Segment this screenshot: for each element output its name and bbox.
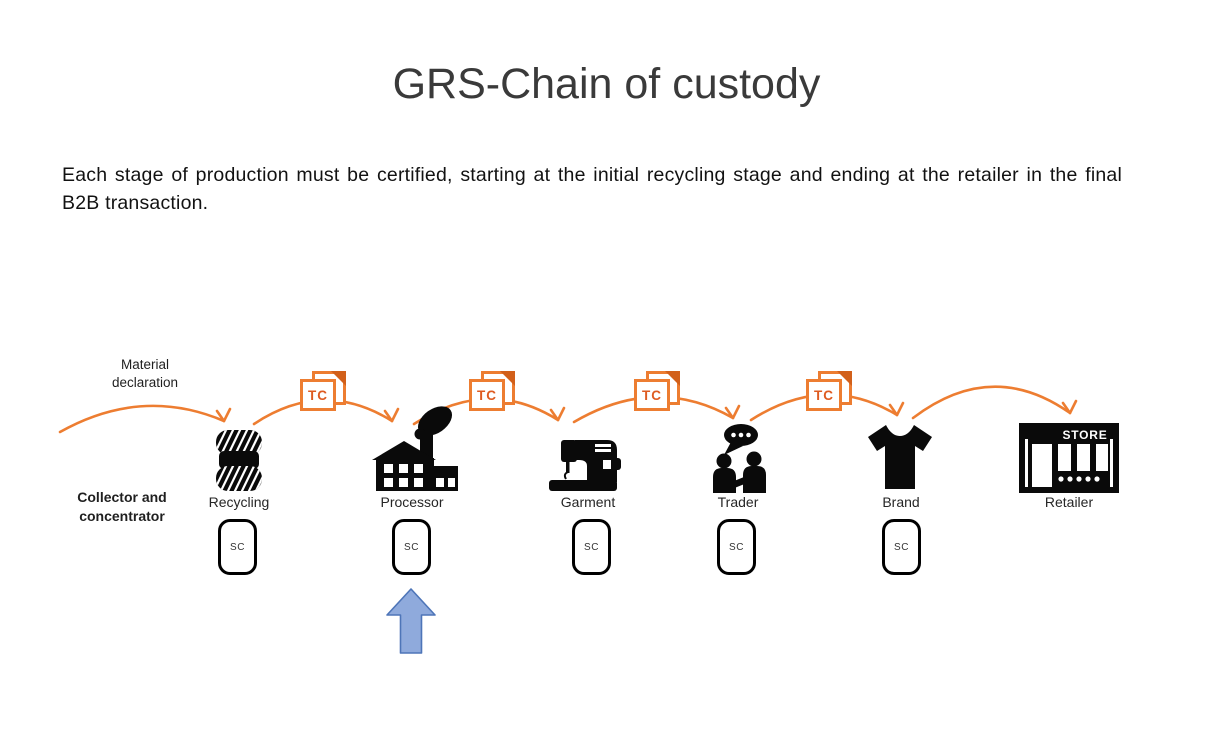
arrowhead: [215, 407, 232, 423]
tc-certificate-badge-1: TC: [300, 371, 346, 411]
arc-brand-to-retailer: [911, 385, 1072, 420]
blue-up-arrow-icon: [386, 588, 436, 654]
sc-certificate-trader: SC: [717, 519, 756, 575]
sc-certificate-brand: SC: [882, 519, 921, 575]
stage-label-trader: Trader: [717, 494, 759, 510]
store-sign-text: STORE: [1062, 428, 1108, 442]
description-text: Each stage of production must be certifi…: [62, 164, 1122, 214]
stage-label-recycling: Recycling: [208, 494, 270, 510]
yarn-skein-icon: [214, 430, 264, 496]
tc-label: TC: [469, 379, 505, 411]
sewing-machine-icon: [547, 436, 625, 498]
arrowhead: [724, 404, 741, 420]
sc-certificate-garment: SC: [572, 519, 611, 575]
arrowhead: [549, 406, 566, 422]
tc-certificate-badge-4: TC: [806, 371, 852, 411]
sc-certificate-processor: SC: [392, 519, 431, 575]
tc-label: TC: [300, 379, 336, 411]
tc-certificate-badge-2: TC: [469, 371, 515, 411]
people-talking-icon: [711, 423, 769, 498]
arrowhead: [383, 407, 400, 423]
stage-label-processor: Processor: [380, 494, 444, 510]
page-title: GRS-Chain of custody: [392, 60, 821, 108]
arrowhead: [1061, 399, 1078, 415]
stage-label-retailer: Retailer: [1044, 494, 1094, 510]
t-shirt-icon: [866, 424, 934, 495]
arc-collector-to-recycling: [58, 404, 226, 434]
material-declaration-label: Material declaration: [111, 357, 179, 391]
store-icon: [1019, 423, 1119, 498]
stage-label-brand: Brand: [882, 494, 920, 510]
tc-label: TC: [806, 379, 842, 411]
tc-certificate-badge-3: TC: [634, 371, 680, 411]
arrowhead: [888, 401, 905, 417]
stage-label-garment: Garment: [560, 494, 616, 510]
tc-label: TC: [634, 379, 670, 411]
sc-certificate-recycling: SC: [218, 519, 257, 575]
collector-concentrator-label: Collector and concentrator: [77, 489, 167, 524]
factory-icon: [372, 404, 462, 498]
